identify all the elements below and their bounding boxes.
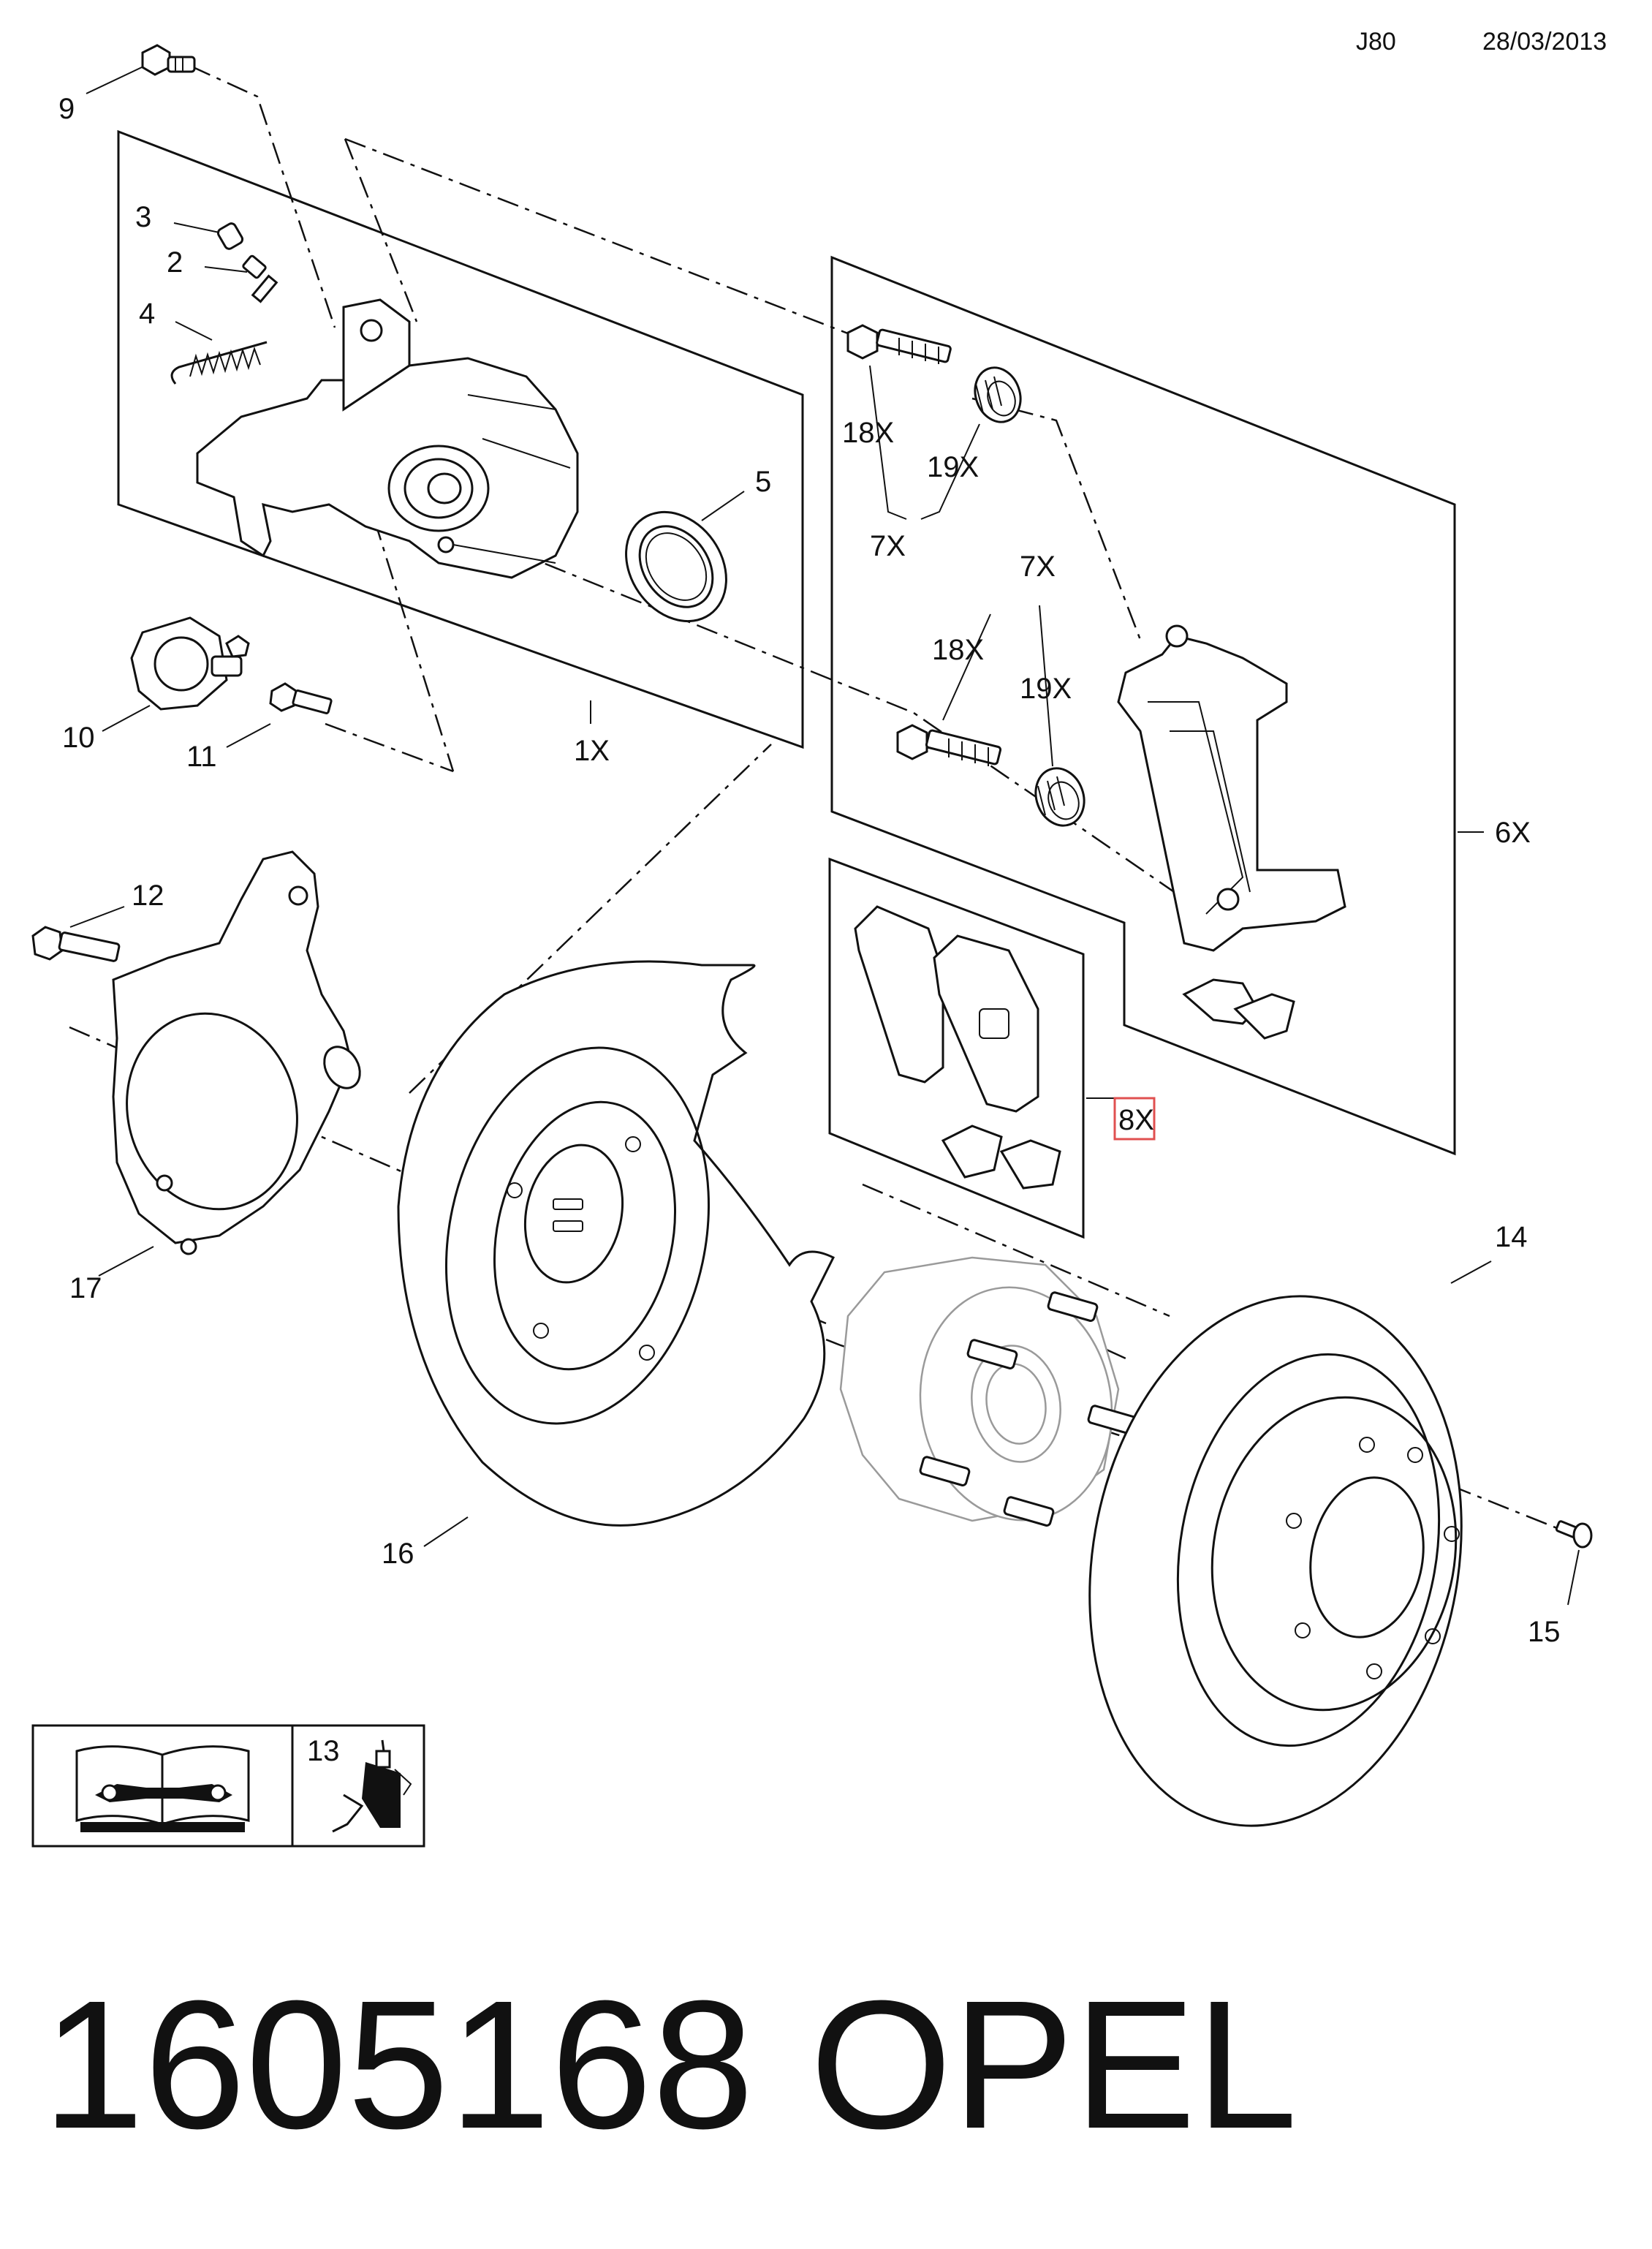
callout-10: 10 (62, 722, 95, 754)
caliper-housing (196, 298, 579, 579)
legend-box: 13 (31, 1724, 425, 1848)
guide-pin-18-lower (896, 724, 1002, 766)
bleed-screw-2 (242, 254, 279, 303)
actuator-10 (130, 616, 250, 711)
callout-1: 1X (574, 735, 610, 767)
brand-name: OPEL (810, 1962, 1297, 2166)
caliper-carrier (1117, 624, 1346, 952)
callout-8: 8X (1118, 1104, 1154, 1136)
callout-19-lower: 19X (1020, 673, 1072, 705)
screw-15 (1555, 1520, 1593, 1549)
callout-17: 17 (69, 1272, 102, 1304)
dust-boot-19-upper (974, 366, 1022, 423)
highlight-box-8 (1113, 1097, 1156, 1141)
repair-manual-icon (75, 1745, 250, 1832)
callout-13: 13 (307, 1735, 340, 1767)
callout-11: 11 (186, 741, 217, 773)
callout-16: 16 (382, 1538, 414, 1570)
bleed-cap-3 (216, 222, 244, 250)
header-code: J80 (1356, 28, 1396, 56)
callout-7-lower: 7X (1020, 551, 1056, 583)
callout-6: 6X (1495, 817, 1531, 849)
bolt-12 (31, 926, 121, 962)
panel-pad-kit (828, 857, 1085, 1239)
header-date: 28/03/2013 (1482, 28, 1607, 56)
dust-shield-16 (397, 960, 836, 1527)
bleeder-11 (269, 682, 333, 714)
part-number: 1605168 (42, 1962, 754, 2166)
callout-5: 5 (755, 466, 771, 498)
piston-seal-5 (625, 510, 727, 623)
guide-pin-18-upper (846, 324, 952, 364)
callout-15: 15 (1528, 1616, 1561, 1648)
callout-19-upper: 19X (927, 451, 979, 483)
wheel-hub-bearing (839, 1256, 1139, 1527)
callout-18-upper: 18X (842, 417, 894, 449)
callout-12: 12 (132, 880, 164, 912)
brake-disc-14 (1088, 1295, 1463, 1827)
bracket-17 (112, 850, 361, 1255)
callout-3: 3 (135, 201, 151, 233)
pad-clips-8 (941, 1124, 1061, 1190)
lubricant-bottle-icon (332, 1739, 412, 1833)
panel-carrier-kit (830, 255, 1456, 1156)
callout-4: 4 (139, 298, 155, 330)
callout-2: 2 (167, 246, 183, 279)
abutment-clips-6 (1182, 978, 1295, 1040)
dust-boot-19-lower (1034, 767, 1085, 827)
callout-7-upper: 7X (870, 530, 906, 562)
spring-4 (170, 341, 268, 385)
callout-18-lower: 18X (932, 634, 984, 666)
bolt-9 (141, 44, 196, 76)
brake-pads-8 (854, 905, 1039, 1113)
panel-caliper-kit (117, 129, 804, 749)
callout-9: 9 (58, 93, 75, 125)
callout-14: 14 (1495, 1221, 1528, 1253)
